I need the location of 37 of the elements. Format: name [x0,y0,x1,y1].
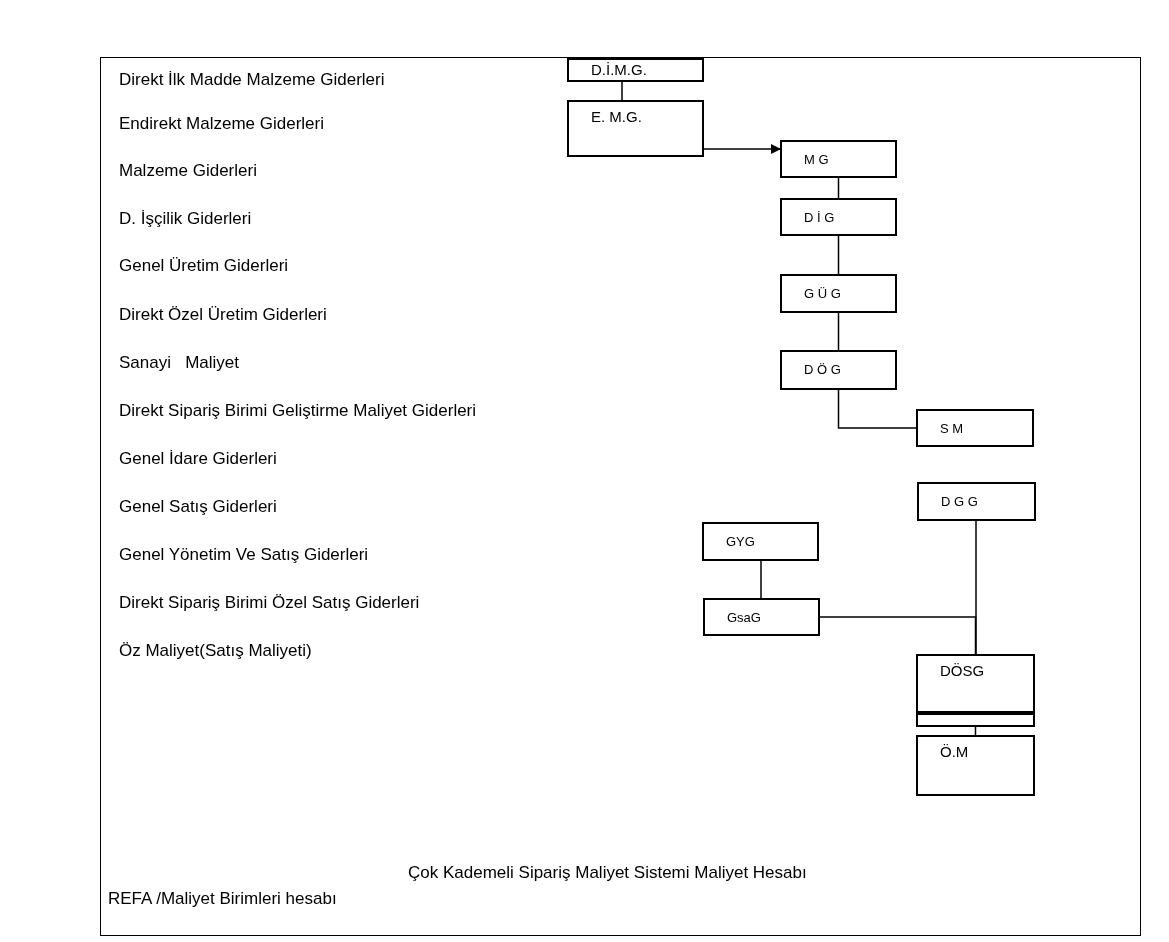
abbreviation-box: M G [780,140,897,178]
abbreviation-box: Ö.M [916,735,1035,796]
abbreviation-box: G Ü G [780,274,897,313]
connector-line [975,520,977,655]
abbreviation-box: D G G [917,482,1036,521]
abbreviation-box: E. M.G. [567,100,704,157]
connector-line [760,560,762,599]
arrow [703,144,781,154]
connector-line [837,235,840,275]
caption: REFA /Maliyet Birimleri hesabı [108,888,337,910]
term-label: Genel İdare Giderleri [119,448,277,470]
connector-line [819,616,977,655]
abbreviation-box: D Ö G [780,350,897,390]
term-label: Endirekt Malzeme Giderleri [119,113,324,135]
connector-line [837,312,840,351]
diagram-title: Çok Kademeli Sipariş Maliyet Sistemi Maliyet Hesabı [408,862,807,884]
term-label: Öz Maliyet(Satış Maliyeti) [119,640,312,662]
term-label: Direkt Sipariş Birimi Geliştirme Maliyet Giderleri [119,400,477,422]
abbreviation-box: D İ G [780,198,897,236]
abbreviation-box: GsaG [703,598,820,636]
term-label: Direkt Sipariş Birimi Özel Satış Giderleri [119,592,420,614]
term-label: Direkt İlk Madde Malzeme Giderleri [119,69,385,91]
term-label: D. İşçilik Giderleri [119,208,252,230]
connector-line [621,81,623,101]
term-label: Genel Yönetim Ve Satış Giderleri [119,544,369,566]
abbreviation-box: DÖSG [916,654,1035,713]
term-label: Sanayi Maliyet [119,352,239,374]
term-label: Genel Üretim Giderleri [119,255,289,277]
abbreviation-box: D.İ.M.G. [567,58,704,82]
connector-line [837,389,917,429]
term-label: Malzeme Giderleri [119,160,257,182]
abbreviation-box: GYG [702,522,819,561]
connector-line [837,177,840,199]
term-label: Direkt Özel Üretim Giderleri [119,304,327,326]
term-label: Genel Satış Giderleri [119,496,277,518]
box [916,713,1035,727]
abbreviation-box: S M [916,409,1034,447]
